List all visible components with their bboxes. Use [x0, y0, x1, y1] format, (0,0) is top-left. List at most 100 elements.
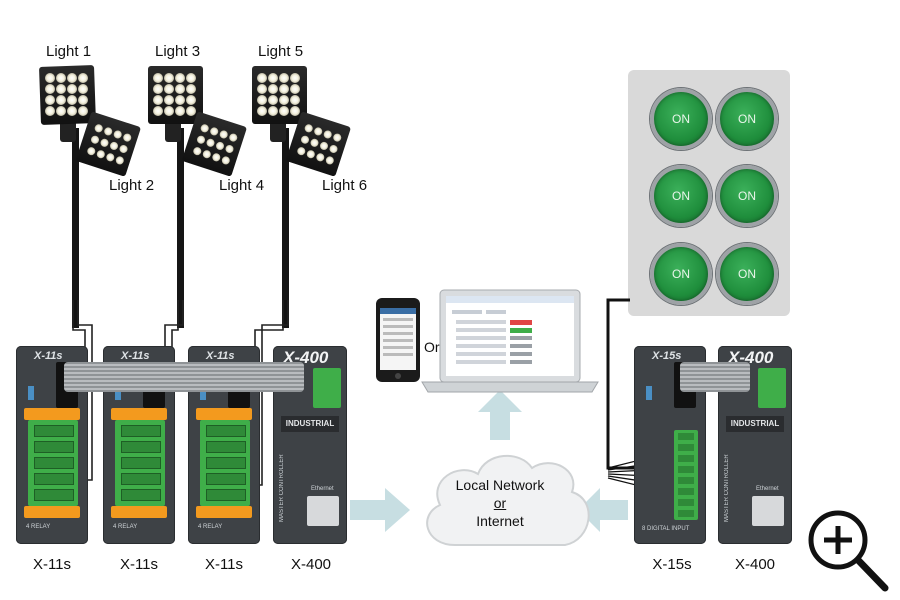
x15s-module: X-15s 8 DIGITAL INPUT	[634, 346, 706, 544]
light-6-label: Light 6	[322, 177, 368, 194]
terminal-top	[196, 408, 252, 420]
light-poles	[60, 120, 289, 328]
input-terminal	[674, 430, 698, 520]
device-label-x400-left: X-400	[290, 556, 332, 573]
master-controller-text: MASTER CONTROLLER	[279, 454, 285, 522]
zoom-in-icon[interactable]	[808, 510, 889, 592]
terminal-slot	[678, 499, 694, 506]
on-button-4[interactable]: ON	[716, 165, 778, 227]
master-controller-text: MASTER CONTROLLER	[724, 454, 730, 522]
relay-text: 4 RELAY	[198, 524, 223, 530]
terminal-slot	[34, 473, 74, 485]
light-1-fixture	[39, 65, 96, 125]
laptop	[421, 289, 599, 393]
on-button-6[interactable]: ON	[716, 243, 778, 305]
power-terminal	[758, 368, 786, 408]
terminal-slot	[34, 441, 74, 453]
on-button-5[interactable]: ON	[650, 243, 712, 305]
terminal-slot	[678, 466, 694, 473]
light-6-fixture	[286, 112, 351, 177]
terminal-slot	[34, 425, 74, 437]
relay-text: 4 RELAY	[113, 524, 138, 530]
light-1-label: Light 1	[46, 43, 92, 60]
on-button-label: ON	[672, 112, 690, 126]
ribbon-cable-left	[64, 362, 304, 392]
terminal-bottom	[111, 506, 167, 518]
ethernet-port	[752, 496, 784, 526]
relay-text: 4 RELAY	[26, 524, 51, 530]
cloud-line-3: Internet	[476, 513, 524, 529]
device-label-x11s-2: X-11s	[119, 556, 159, 573]
terminal-slot	[121, 441, 161, 453]
on-button-label: ON	[738, 112, 756, 126]
terminal-slot	[34, 489, 74, 501]
terminal-slot	[206, 457, 246, 469]
x11s-brand: X-11s	[34, 350, 63, 362]
industrial-badge: INDUSTRIAL	[726, 416, 784, 432]
terminal-slot	[206, 441, 246, 453]
light-5-label: Light 5	[258, 43, 304, 60]
relay-terminal	[200, 420, 250, 506]
cloud-shape	[426, 454, 590, 546]
status-led	[115, 386, 121, 400]
flow-arrows	[350, 390, 628, 532]
industrial-badge: INDUSTRIAL	[281, 416, 339, 432]
light-3-label: Light 3	[155, 43, 201, 60]
on-button-2[interactable]: ON	[716, 88, 778, 150]
smartphone	[376, 298, 420, 382]
relay-terminal	[28, 420, 78, 506]
x15s-brand: X-15s	[652, 350, 682, 362]
on-button-label: ON	[672, 189, 690, 203]
light-2-fixture	[76, 112, 141, 177]
terminal-bottom	[196, 506, 252, 518]
on-button-3[interactable]: ON	[650, 165, 712, 227]
cloud-line-2: or	[493, 495, 507, 511]
terminal-slot	[121, 457, 161, 469]
arrow-up-to-laptop	[478, 390, 522, 440]
status-led	[200, 386, 206, 400]
terminal-slot	[121, 473, 161, 485]
arrow-left-to-cloud	[350, 488, 410, 532]
ethernet-text: Ethernet	[311, 486, 334, 492]
terminal-slot	[121, 489, 161, 501]
terminal-top	[111, 408, 167, 420]
device-label-x400-right: X-400	[734, 556, 776, 573]
x11s-brand: X-11s	[121, 350, 150, 362]
terminal-slot	[206, 473, 246, 485]
on-button-label: ON	[738, 189, 756, 203]
on-button-label: ON	[672, 267, 690, 281]
cloud-line-1: Local Network	[455, 477, 545, 493]
terminal-slot	[206, 425, 246, 437]
or-label: Or	[424, 339, 440, 355]
digital-input-text: 8 DIGITAL INPUT	[642, 526, 690, 532]
terminal-slot	[121, 425, 161, 437]
terminal-slot	[678, 455, 694, 462]
ribbon-cable-right	[680, 362, 750, 392]
relay-terminal	[115, 420, 165, 506]
on-button-1[interactable]: ON	[650, 88, 712, 150]
cloud-label: Local Network or Internet	[440, 476, 560, 530]
terminal-top	[24, 408, 80, 420]
terminal-slot	[678, 444, 694, 451]
status-led	[28, 386, 34, 400]
light-2-label: Light 2	[109, 177, 155, 194]
device-label-x15s: X-15s	[652, 556, 692, 573]
status-led	[646, 386, 652, 400]
terminal-slot	[678, 433, 694, 440]
light-3-fixture	[148, 66, 203, 124]
ethernet-port	[307, 496, 339, 526]
x11s-brand: X-11s	[206, 350, 235, 362]
terminal-slot	[34, 457, 74, 469]
device-label-x11s-1: X-11s	[32, 556, 72, 573]
terminal-slot	[678, 510, 694, 517]
power-terminal	[313, 368, 341, 408]
device-label-x11s-3: X-11s	[204, 556, 244, 573]
on-button-label: ON	[738, 267, 756, 281]
terminal-slot	[206, 489, 246, 501]
terminal-slot	[678, 477, 694, 484]
x11s-module-1: X-11s 4 RELAY	[16, 346, 88, 544]
terminal-bottom	[24, 506, 80, 518]
arrow-right-to-cloud	[578, 488, 628, 532]
